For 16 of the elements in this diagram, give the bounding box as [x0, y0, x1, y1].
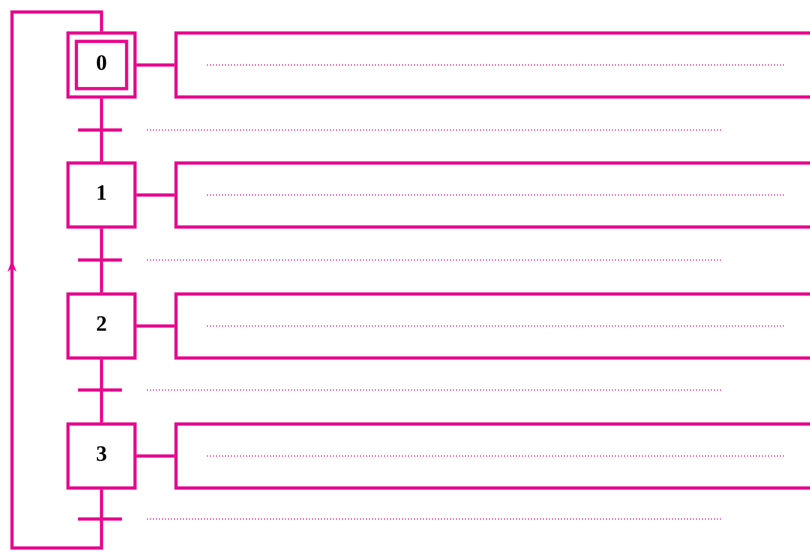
step-box: 2	[66, 292, 137, 360]
action-box	[174, 422, 810, 490]
step-box: 1	[66, 161, 137, 229]
action-box	[174, 31, 810, 99]
connector-line	[7, 10, 104, 550]
action-box	[174, 292, 810, 360]
connector-line	[100, 228, 104, 292]
connector-line	[100, 360, 104, 422]
connector-line	[136, 63, 174, 67]
step-box: 3	[66, 422, 137, 490]
initial-step-box: 0	[66, 31, 137, 99]
connector-line	[136, 454, 174, 458]
connector-line	[136, 324, 174, 328]
connector-line	[100, 98, 104, 162]
action-box	[174, 161, 810, 229]
connector-line	[136, 193, 174, 197]
